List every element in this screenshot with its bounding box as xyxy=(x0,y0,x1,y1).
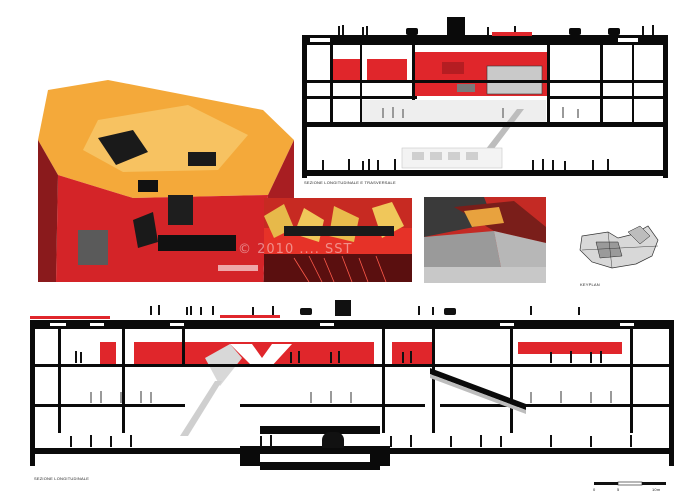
interior-render-middle-svg xyxy=(264,198,412,282)
watermark-text: © 2010 .... SST xyxy=(238,242,353,257)
cross-section-svg xyxy=(302,17,668,178)
long-section-drawing xyxy=(30,296,674,482)
key-plan-caption: KEYPLAN xyxy=(580,282,600,287)
scale-bar-svg xyxy=(594,481,666,486)
scale-label-5: 5 xyxy=(617,487,620,492)
interior-render-middle xyxy=(264,198,412,282)
key-plan-svg xyxy=(579,225,659,269)
scale-label-10m: 10m xyxy=(652,487,661,492)
interior-render-right xyxy=(424,197,546,283)
cross-section-drawing xyxy=(302,14,668,186)
scale-label-0: 0 xyxy=(593,487,596,492)
long-section-svg xyxy=(30,300,674,470)
key-plan-drawing xyxy=(578,222,662,274)
cross-section-caption: SEZIONE LONGITUDINALE E TRASVERSALE xyxy=(304,180,396,185)
interior-render-right-svg xyxy=(424,197,546,283)
scale-bar: 0 5 10m xyxy=(592,480,668,494)
long-section-caption: SEZIONE LONGITUDINALE xyxy=(34,476,90,481)
